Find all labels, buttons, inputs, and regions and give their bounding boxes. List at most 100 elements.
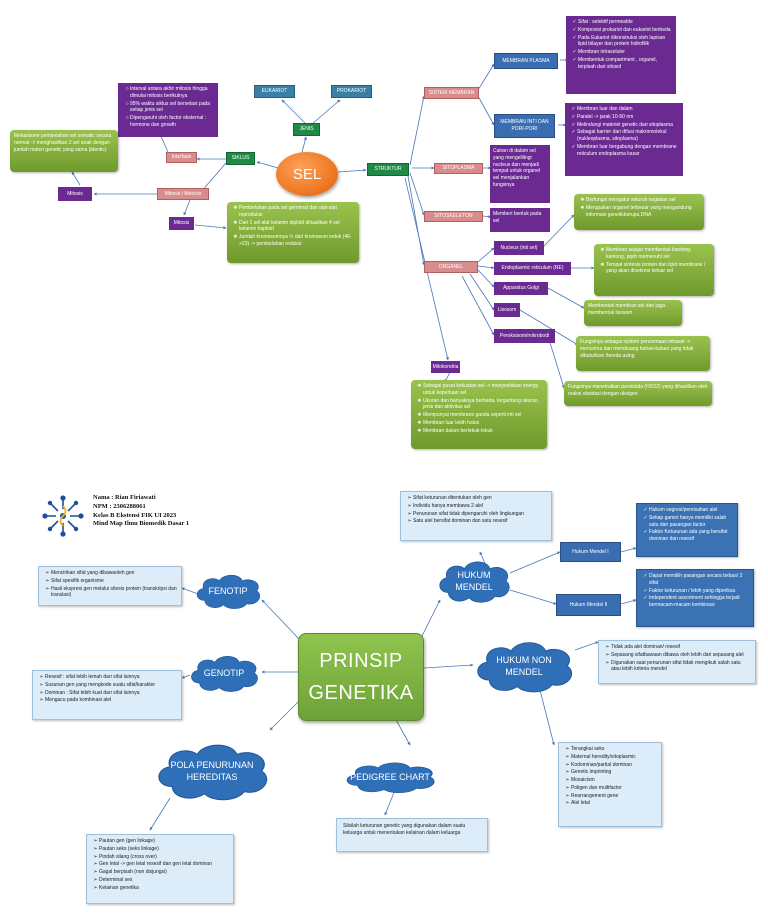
siklus-node[interactable]: SIKLUS [226,152,255,165]
membran-plasma-label: MEMBRAN PLASMA [502,57,550,64]
membran-inti-item: Melindungi materiel genetic dari sitopla… [577,122,680,129]
pedigree-label: PEDIGREE CHART [350,771,430,782]
hukum-mendel-item: Penurunan sifat tidak dipengaruhi oleh l… [413,511,547,518]
mitokondria-node[interactable]: Mitokondria [431,361,460,373]
nucleus-item: Merupakan organel terbesar yang mengandu… [586,205,700,219]
mitokondria-item: Ukuran dan banyaknya berbeda, tergantung… [423,398,543,412]
pola-item: Pautan seks (seks linkage) [99,846,229,853]
non-mendel-list-item: Kodominan/partial dominan [571,762,657,769]
pola-cloud[interactable]: POLA PENURUNAN HEREDITAS [150,740,274,802]
pola-label: POLA PENURUNAN HEREDITAS [170,759,254,782]
mendel1-node[interactable]: Hukum Mendel I [560,542,621,562]
pola-item: Kelainan genetika [99,885,229,892]
lisosom-detail: Fungsinya sebagai system pencernaan intr… [576,336,710,371]
membran-inti-item: Sebagai barrier dari difusi makromolekul… [577,129,680,143]
sitoskeleton-desc: Memberi bentuk pada sel [493,211,542,224]
interfase-item: 95% waktu siklus sel berselasi pada seti… [130,101,215,115]
interfase-detail: Interval antara akhir mitosis hingga dim… [118,83,218,137]
hukum-mendel-label: HUKUM MENDEL [455,569,493,592]
sel-center-label: SEL [292,165,322,183]
sitoplasma-node[interactable]: SITOPLASMA [434,163,483,174]
mitokondria-item: Mempunyai membrane ganda seperti inti se… [423,412,543,419]
mendel2-item: Dapat memiliih pasangan secara bebas/ 2 … [649,573,750,587]
mendel2-item: Independent assortment sehingga terjadi … [649,595,750,609]
genotip-item: Susunan gen yang mengkode suatu sifat/ka… [45,682,177,689]
author-name: Nama : Rian Firiawati [93,494,156,501]
mitosis-meiosis-label: Mitosis / Meiosis [164,190,202,197]
membran-plasma-node[interactable]: MEMBRAN PLASMA [494,53,558,69]
pola-item: Determinal sex [99,877,229,884]
nucleus-detail: Berfungsi mengatur seluruh kegiatan sel … [574,194,704,230]
non-mendel-list-item: Poligen dan multifactor [571,785,657,792]
mendel1-detail: Hukum segresi/pemisahan alel Setiap game… [636,503,738,557]
hukum-mendel-item: Satu alel bersifat dominan dan satu rese… [413,518,547,525]
hukum-mendel-cloud[interactable]: HUKUM MENDEL [434,558,514,604]
membran-inti-item: Membran luar dan dalam [577,106,680,113]
mitokondria-label: Mitokondria [432,363,459,370]
organel-node[interactable]: ORGANEL [424,261,478,273]
fenotip-cloud[interactable]: FENOTIP [192,572,264,610]
mitosis-bottom-node[interactable]: Mitosis [169,217,194,230]
membran-inti-label: MEMBRAN INTI DAN PORI-PORI [500,119,549,132]
sistem-membran-node[interactable]: SISTEM MEMBRAN [424,87,479,99]
sitoskeleton-detail: Memberi bentuk pada sel [490,208,550,232]
genotip-cloud[interactable]: GENOTIP [186,653,262,693]
pola-item: Gagal berpisah (non disjungsi) [99,869,229,876]
mitokondria-detail: Sebagai pusat kekuatan sel -> menyediaka… [411,380,547,449]
sel-center-node[interactable]: SEL [276,152,338,196]
nucleus-node[interactable]: Nucleus (inti sel) [494,241,544,255]
struktur-label: STRUKTUR [374,166,402,173]
eukariot-node[interactable]: EUKARIOT [254,85,295,98]
meiosis-item: Pembelahan pada sel germinal dan alat-al… [239,205,355,219]
membran-inti-item: Membran luar bergabung dengan membrane r… [577,144,680,158]
mitokondria-item: Membran dalam berlekuk-lekuk [423,428,543,435]
mitokondria-item: Membran luar lebih halus [423,420,543,427]
mendel1-item: Setiap gamet hanya memiliki salah satu d… [649,515,734,529]
mitosis-left-node[interactable]: Mitosis [58,187,92,201]
hukum-non-mendel-label: HUKUM NON MENDEL [496,654,552,677]
golgi-node[interactable]: Apparatus Golgi [494,282,548,295]
lisosom-node[interactable]: Lisosom [494,303,520,317]
fenotip-detail: Mencirikan sifat yang dibawaoleh gen Sif… [38,566,182,606]
lisosom-desc: Fungsinya sebagai system pencernaan intr… [580,339,694,359]
mendel2-item: Faktor keturunan / lebih yang diperiksa [649,588,750,595]
mitokondria-item: Sebagai pusat kekuatan sel -> menyediaka… [423,383,543,397]
mitosis-left-label: Mitosis [67,190,83,197]
sitoskeleton-label: SITOSKELETON [434,213,473,220]
mendel2-node[interactable]: Hukum Mendel II [556,594,621,616]
sitoplasma-detail: Cairan di dalam sel yang mengelilingi nu… [490,145,550,203]
pedigree-cloud[interactable]: PEDIGREE CHART [340,760,440,794]
mitosis-left-desc: Mekanisme pembelahan sel somatic secara … [14,133,112,153]
hukum-mendel-detail: Sifat keturunan ditentukan oleh gen Indi… [400,491,552,541]
sitoskeleton-node[interactable]: SITOSKELETON [424,211,483,222]
eukariot-label: EUKARIOT [261,88,288,95]
membran-plasma-detail: Sifat : selektif permeable Komposisi pro… [566,16,676,94]
jenis-node[interactable]: JENIS [293,123,320,136]
struktur-node[interactable]: STRUKTUR [367,163,409,176]
membran-inti-node[interactable]: MEMBRAN INTI DAN PORI-PORI [494,114,555,138]
non-mendel-list-item: Maternal heredity/sitoplasmic [571,754,657,761]
prokariot-label: PROKARIOT [336,88,367,95]
prokariot-node[interactable]: PROKARIOT [331,85,372,98]
membran-plasma-item: Membentuk compartment , organel, terpisa… [578,57,673,71]
mitosis-meiosis-node[interactable]: Mitosis / Meiosis [157,188,209,200]
non-mendel-item: Digunakan saat penurunan sifat tidak men… [611,660,751,674]
mendel1-item: Hukum segresi/pemisahan alel [649,507,734,514]
re-node[interactable]: Endoplasmic reticulum (RE) [494,262,571,275]
hukum-mendel-item: Individu hanya membawa 2 alel [413,503,547,510]
nucleus-item: Berfungsi mengatur seluruh kegiatan sel [586,197,700,204]
non-mendel-item: Tidak ada alel dominan/ resesif [611,644,751,651]
genetika-center-node[interactable]: PRINSIP GENETIKA [298,633,424,721]
fenotip-item: Hasil ekspresi gen melalui sitesis prote… [51,586,177,600]
pola-item: Pindah silang (cross over) [99,854,229,861]
peroksisom-node[interactable]: Peroksisom/mikrobodi [494,329,555,343]
interfase-node[interactable]: Interfase [166,152,197,163]
non-mendel-list-item: Terangkai seks [571,746,657,753]
organel-label: ORGANEL [438,263,464,270]
hukum-non-mendel-cloud[interactable]: HUKUM NON MENDEL [470,638,578,694]
non-mendel-list: Terangkai seks Maternal heredity/sitopla… [558,742,662,827]
non-mendel-list-item: Rearrangement gene [571,793,657,800]
golgi-detail: Membentuk membran sel dan juga membentuk… [584,300,682,326]
mendel1-label: Hukum Mendel I [572,548,609,555]
non-mendel-list-item: Genetic imprinting [571,769,657,776]
